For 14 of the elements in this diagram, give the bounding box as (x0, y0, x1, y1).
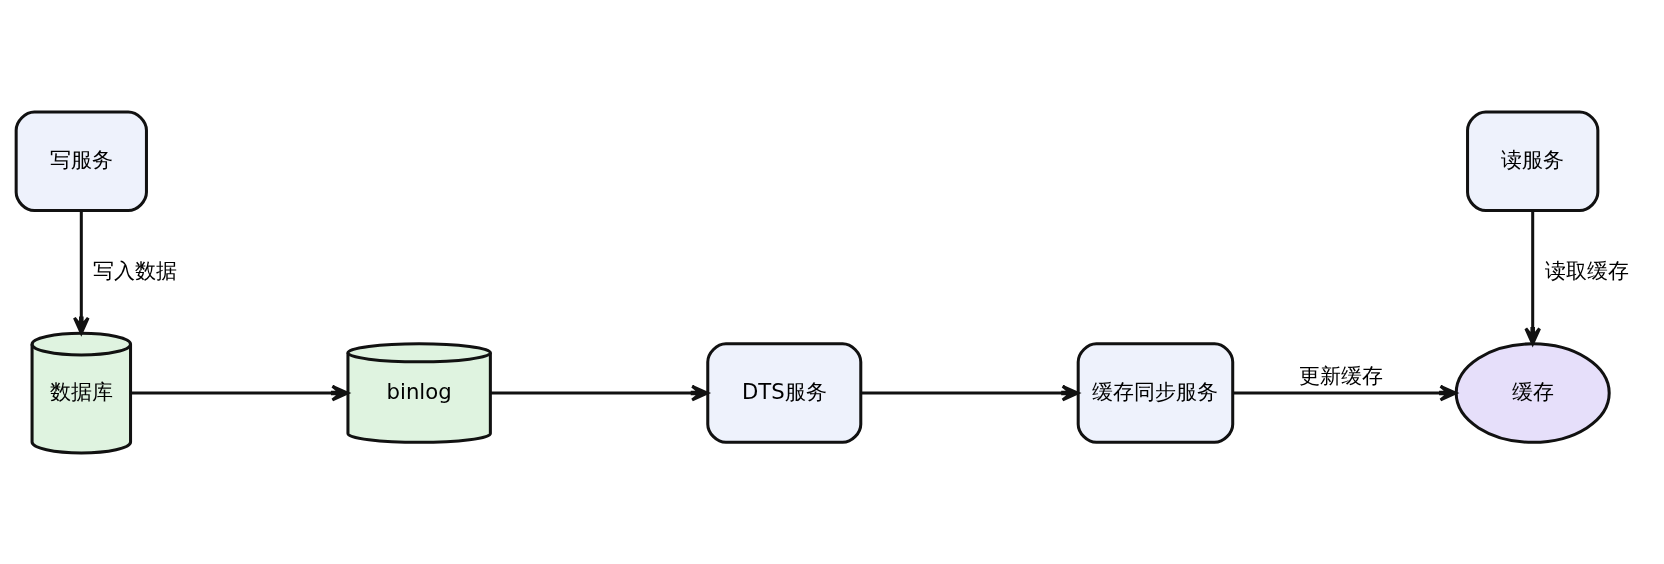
node-box: 写服务 (14, 110, 148, 212)
edge-label: 写入数据 (93, 257, 178, 282)
arrow (861, 384, 1080, 401)
edge-label: 读取缓存 (1544, 257, 1629, 282)
arrow (1233, 384, 1458, 401)
node-box: 缓存同步服务 (1076, 341, 1235, 444)
node-box: DTS服务 (706, 341, 863, 444)
arrow (72, 210, 90, 335)
arrow (1524, 210, 1542, 345)
node-box: 读服务 (1466, 110, 1600, 212)
node-ellipse: 缓存 (1454, 341, 1611, 444)
arrow (490, 384, 709, 401)
edge-label: 更新缓存 (1299, 362, 1384, 388)
arrow (130, 384, 350, 401)
